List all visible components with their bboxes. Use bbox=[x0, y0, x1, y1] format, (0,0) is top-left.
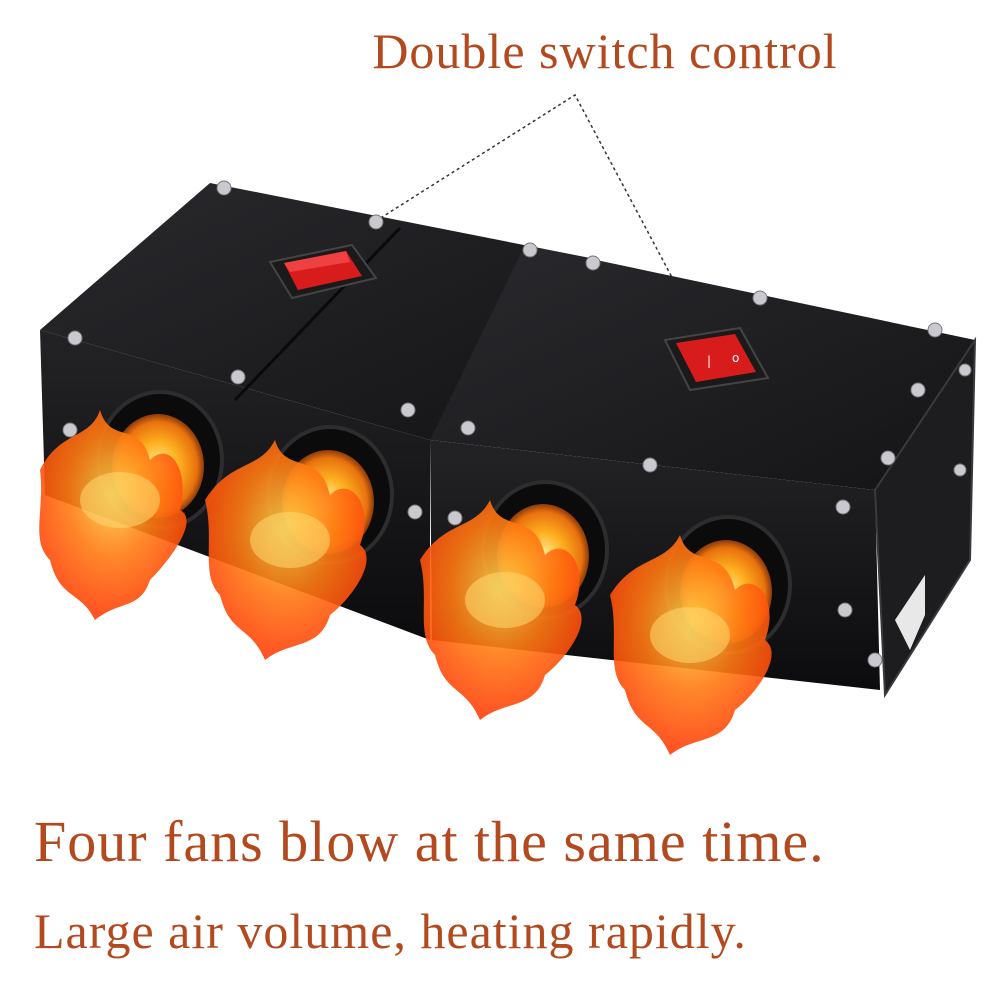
callout-label: Double switch control bbox=[372, 23, 838, 79]
headline: Four fans blow at the same time. bbox=[34, 809, 825, 874]
switch-mark-on: | bbox=[707, 354, 711, 368]
switch-mark-off: o bbox=[732, 351, 739, 365]
subheadline: Large air volume, heating rapidly. bbox=[34, 903, 747, 959]
bracket-slot bbox=[895, 575, 925, 650]
flame-highlights bbox=[80, 472, 730, 663]
mounting-bracket bbox=[873, 336, 977, 699]
rocker-switch-right[interactable]: | o bbox=[663, 326, 770, 392]
rocker-switch-left[interactable] bbox=[268, 243, 378, 300]
screws bbox=[62, 180, 972, 668]
left-unit-top bbox=[40, 183, 590, 440]
left-unit-seam bbox=[233, 226, 402, 402]
callout-leader-lines bbox=[329, 93, 701, 331]
